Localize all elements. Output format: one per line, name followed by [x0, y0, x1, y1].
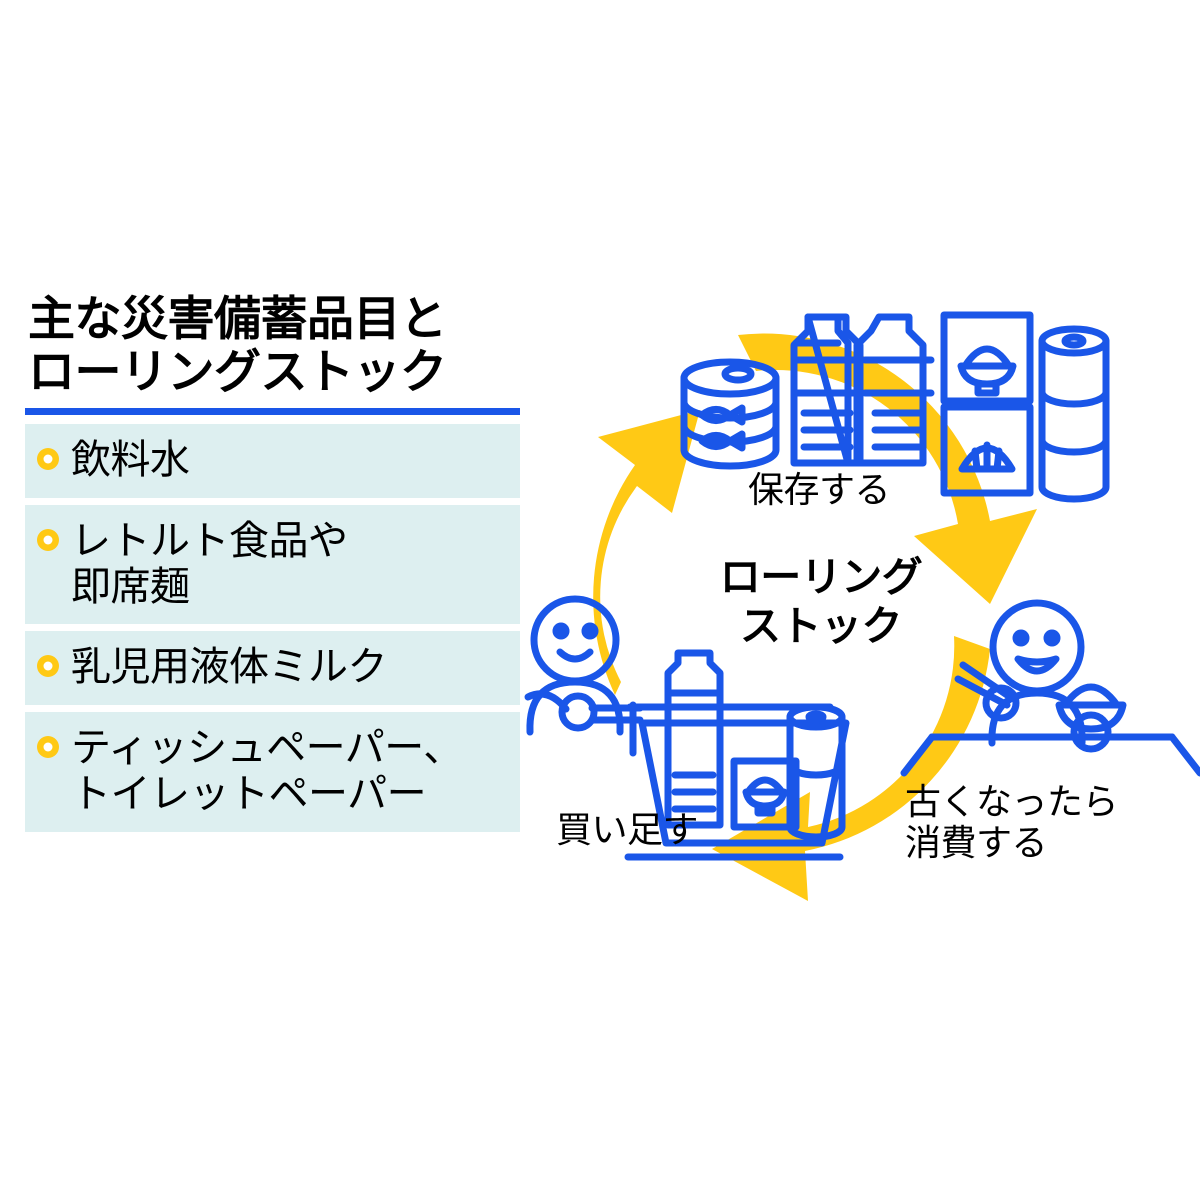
list-item-label: レトルト食品や 即席麺	[71, 518, 348, 609]
stored-goods-illustration	[680, 311, 1110, 503]
cycle-step-label-consume: 古くなったら 消費する	[905, 781, 1119, 863]
list-item: ティッシュペーパー、 トイレットペーパー	[25, 711, 520, 832]
arrow-to-consume	[738, 333, 1037, 604]
list-item: 乳児用液体ミルク	[25, 631, 520, 705]
table-leg-left	[900, 733, 936, 777]
cycle-step-label-restock: 買い足す	[556, 809, 699, 850]
stockpile-panel: 主な災害備蓄品目と ローリングストック 飲料水 レトルト食品や 即席麺 乳児用液…	[25, 292, 525, 839]
list-item-label: 飲料水	[71, 438, 190, 483]
rolling-stock-cycle-diagram: 保存する ローリング ストック 古くなったら 消費する 買い足す	[520, 265, 1200, 905]
cycle-step-label-store: 保存する	[748, 469, 891, 510]
cycle-center-label: ローリング ストック	[719, 554, 923, 650]
cart-water-bottle-icon	[664, 649, 724, 829]
bullet-icon	[37, 735, 59, 758]
water-bottle-icon	[790, 313, 864, 467]
cart-boxed-rice-icon	[730, 757, 800, 831]
smiling-mouth-icon	[1014, 655, 1060, 675]
shopper-with-cart-illustration	[524, 595, 850, 861]
rice-bowl-icon	[1055, 683, 1127, 753]
cycle-arrows-group	[593, 333, 1037, 901]
croissant-box-icon	[940, 403, 1034, 497]
arrow-to-restock	[712, 636, 990, 901]
water-bottle-icon	[853, 313, 935, 467]
bullet-icon	[37, 448, 59, 471]
cart-toilet-paper-icon	[786, 703, 846, 841]
bullet-icon	[37, 655, 59, 678]
table-leg-right	[1168, 733, 1200, 777]
canned-fish-icon	[680, 358, 780, 470]
shopper-person-icon	[524, 595, 644, 736]
arrow-to-store	[593, 410, 700, 695]
list-item-label: ティッシュペーパー、 トイレットペーパー	[71, 725, 463, 817]
page-title: 主な災害備蓄品目と ローリングストック	[28, 292, 447, 399]
list-item: レトルト食品や 即席麺	[25, 504, 520, 625]
list-item-label: 乳児用液体ミルク	[71, 645, 388, 690]
chopsticks-icon	[954, 661, 1020, 722]
rice-bowl-box-icon	[940, 311, 1034, 405]
list-item: 飲料水	[25, 424, 520, 498]
cycle-illustration-svg	[524, 311, 1200, 901]
eating-person-illustration	[900, 599, 1200, 777]
toilet-paper-roll-icon	[1038, 325, 1110, 503]
title-divider	[25, 408, 520, 416]
bullet-icon	[37, 528, 59, 551]
